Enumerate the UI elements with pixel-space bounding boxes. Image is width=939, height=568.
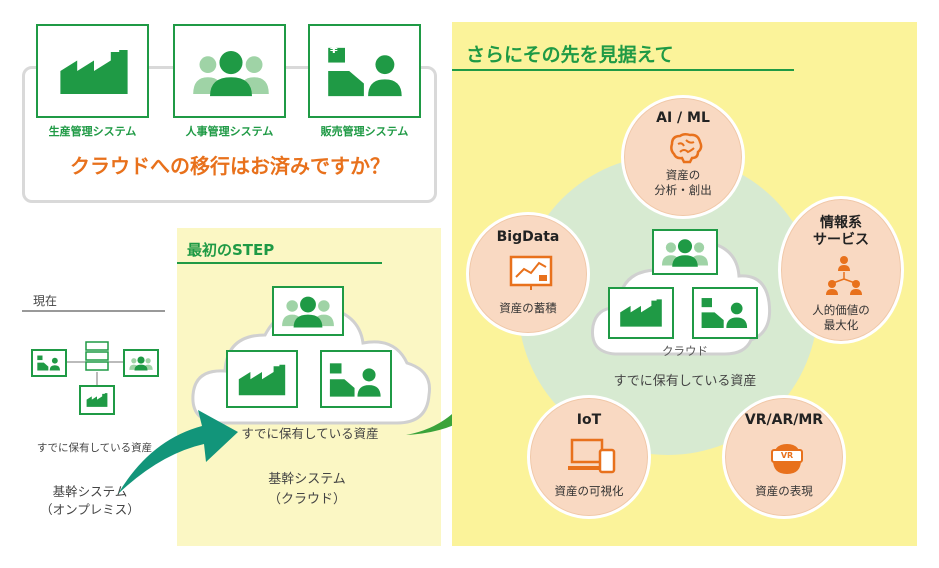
node-ai-ml-title: AI / ML bbox=[656, 110, 710, 126]
cloud-system-label: 基幹システム （クラウド） bbox=[267, 472, 346, 507]
first-step-heading: 最初のSTEP bbox=[187, 241, 275, 259]
vr-badge: VR bbox=[780, 451, 794, 460]
production-system-card bbox=[36, 24, 149, 118]
current-heading: 現在 bbox=[33, 294, 58, 308]
devices-icon bbox=[568, 438, 616, 474]
node-bigdata-sub: 資産の蓄積 bbox=[499, 301, 557, 315]
node-info-services-sub: 人的価値の 最大化 bbox=[812, 303, 870, 332]
future-cloud-label: クラウド bbox=[662, 344, 708, 358]
hr-system-card bbox=[173, 24, 286, 118]
node-vr-ar-mr: VR/AR/MR VR 資産の表現 bbox=[722, 395, 846, 519]
system-label-hr: 人事管理システム bbox=[185, 125, 274, 138]
sales-system-card: ¥ bbox=[308, 24, 421, 118]
node-ai-ml: AI / ML 資産の 分析・創出 bbox=[621, 95, 745, 219]
future-assets-label: すでに保有している資産 bbox=[613, 374, 757, 389]
node-vr-ar-mr-sub: 資産の表現 bbox=[755, 484, 813, 498]
chart-board-icon bbox=[509, 255, 553, 290]
node-info-services: 情報系 サービス 人的価値の 最大化 bbox=[778, 196, 904, 344]
brain-icon bbox=[670, 132, 703, 164]
future-divider bbox=[452, 69, 794, 71]
node-bigdata: BigData 資産の蓄積 bbox=[466, 212, 590, 336]
first-step-divider bbox=[177, 262, 382, 264]
node-vr-ar-mr-title: VR/AR/MR bbox=[744, 412, 824, 428]
people-icon bbox=[189, 44, 273, 100]
first-step-cloud bbox=[191, 286, 432, 425]
vr-headset-icon bbox=[771, 444, 803, 474]
node-bigdata-title: BigData bbox=[496, 229, 560, 245]
arrow-to-cloud bbox=[118, 410, 238, 494]
org-chart-icon bbox=[826, 256, 862, 295]
cloud-migration-question: クラウドへの移行はお済みですか？ bbox=[70, 154, 390, 178]
onpremise-system-label: 基幹システム （オンプレミス） bbox=[40, 484, 140, 517]
node-iot-title: IoT bbox=[576, 412, 602, 428]
node-ai-ml-sub: 資産の 分析・創出 bbox=[654, 168, 712, 197]
first-step-assets-label: すでに保有している資産 bbox=[241, 426, 379, 441]
node-info-services-title: 情報系 サービス bbox=[813, 215, 869, 248]
yen-symbol: ¥ bbox=[330, 43, 338, 56]
system-label-production: 生産管理システム bbox=[48, 125, 137, 138]
system-label-sales: 販売管理システム bbox=[320, 125, 409, 138]
node-iot: IoT 資産の可視化 bbox=[527, 395, 651, 519]
onpremise-network-diagram bbox=[31, 341, 159, 415]
current-divider bbox=[22, 310, 165, 312]
factory-icon bbox=[52, 44, 136, 100]
future-heading: さらにその先を見据えて bbox=[466, 44, 674, 66]
node-iot-sub: 資産の可視化 bbox=[554, 484, 624, 498]
future-cloud bbox=[590, 229, 772, 356]
current-assets-label: すでに保有している資産 bbox=[36, 442, 153, 454]
